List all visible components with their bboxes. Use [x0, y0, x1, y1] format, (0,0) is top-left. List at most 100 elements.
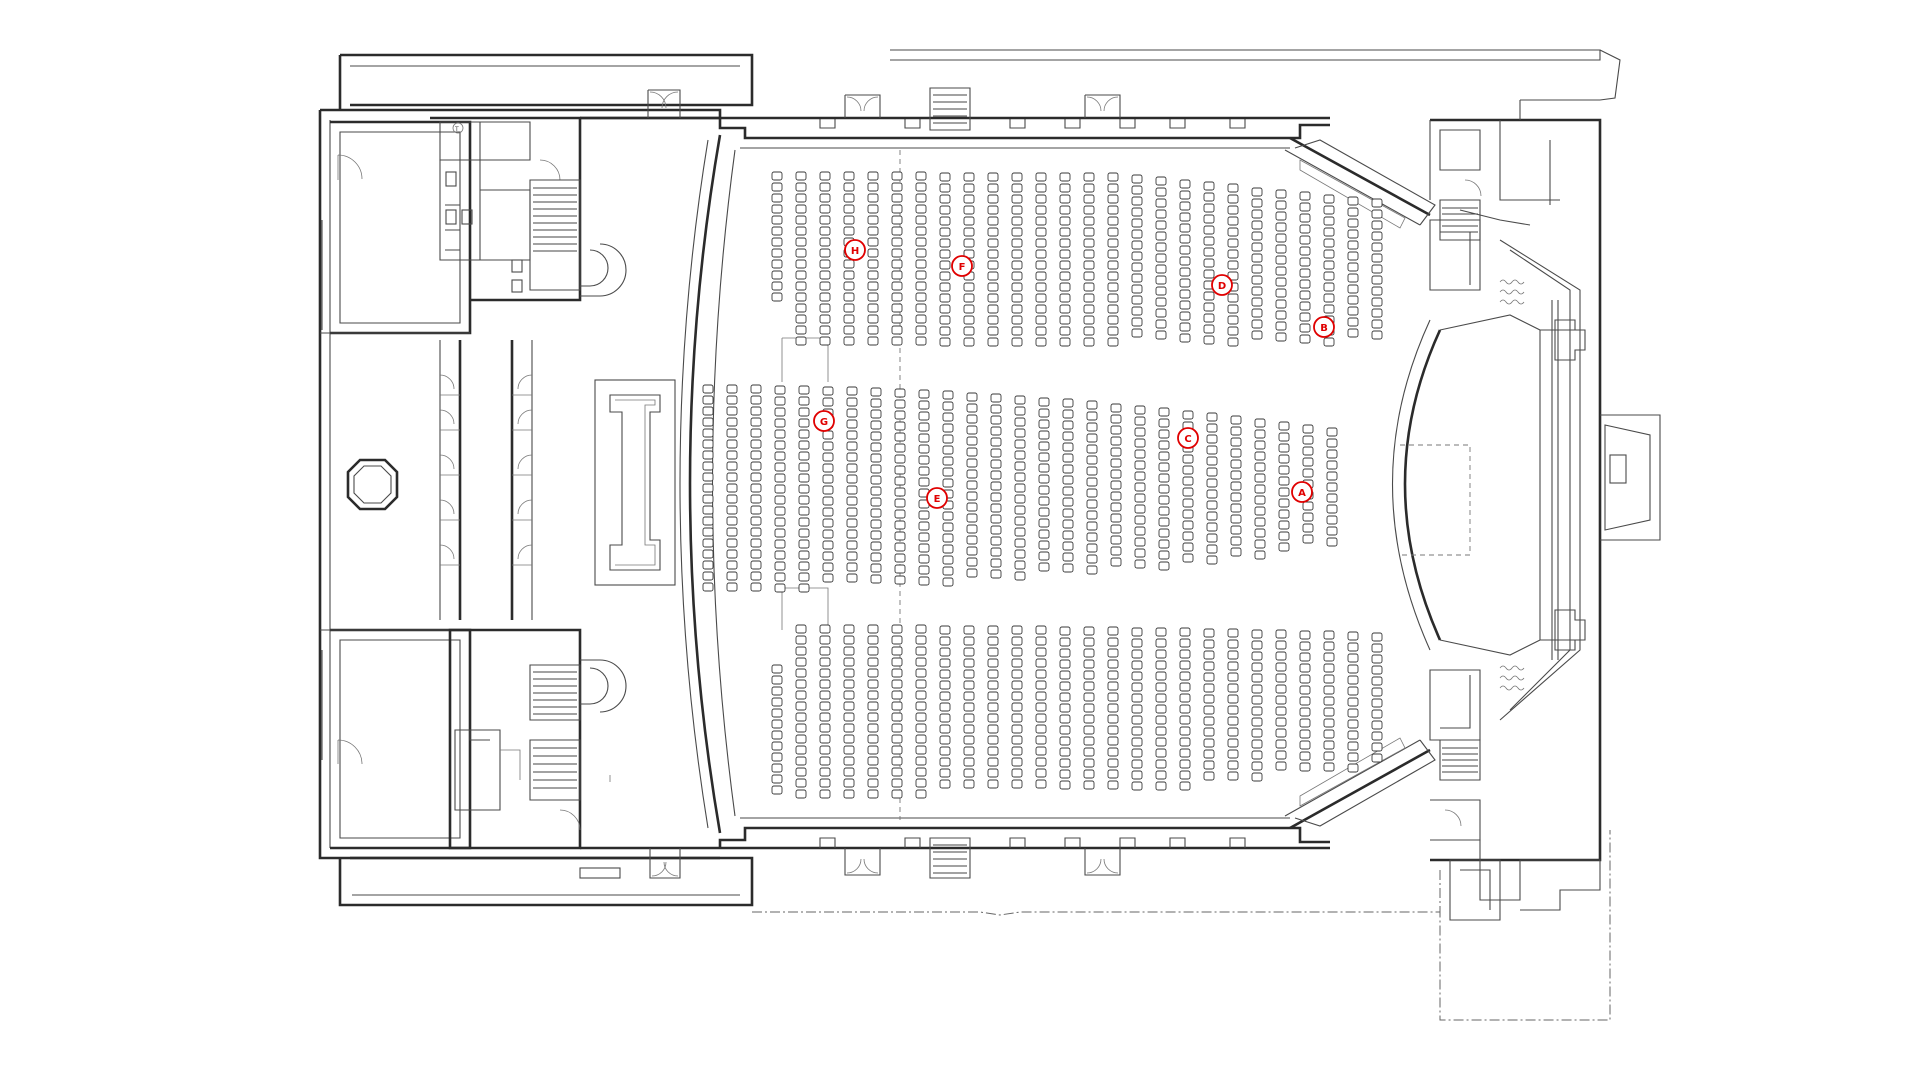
- seat: [870, 398, 882, 408]
- seat: [867, 789, 879, 799]
- seat: [1158, 418, 1170, 428]
- seat: [915, 204, 927, 214]
- seat: [702, 560, 714, 570]
- seat: [1275, 739, 1287, 749]
- seat: [1086, 466, 1098, 476]
- seat: [771, 215, 783, 225]
- seat: [795, 789, 807, 799]
- seat: [939, 636, 951, 646]
- seat: [843, 756, 855, 766]
- seat: [1059, 315, 1071, 325]
- section-marker-e[interactable]: E: [926, 487, 948, 509]
- seat: [1323, 249, 1335, 259]
- seat: [1134, 416, 1146, 426]
- seat: [1230, 525, 1242, 535]
- marker-d-label: D: [1218, 281, 1226, 292]
- seat: [1230, 481, 1242, 491]
- seat: [1278, 443, 1290, 453]
- marker-e-label: E: [934, 494, 941, 505]
- marker-g-label: G: [820, 417, 828, 428]
- seat: [1107, 725, 1119, 735]
- seat: [1251, 772, 1263, 782]
- seat: [795, 193, 807, 203]
- marker-f-label: F: [959, 262, 966, 273]
- section-marker-b[interactable]: B: [1313, 316, 1335, 338]
- section-marker-a[interactable]: A: [1291, 481, 1313, 503]
- seat: [1083, 216, 1095, 226]
- seat: [1275, 629, 1287, 639]
- seat: [870, 497, 882, 507]
- section-marker-c[interactable]: C: [1177, 427, 1199, 449]
- seat: [1323, 674, 1335, 684]
- seat: [867, 270, 879, 280]
- seat: [1299, 268, 1311, 278]
- seat: [1059, 183, 1071, 193]
- seat: [963, 172, 975, 182]
- seat: [1038, 507, 1050, 517]
- seat: [822, 518, 834, 528]
- seat: [1107, 271, 1119, 281]
- seat: [726, 538, 738, 548]
- seat: [918, 422, 930, 432]
- seat: [1203, 335, 1215, 345]
- seat: [1371, 209, 1383, 219]
- seat: [843, 215, 855, 225]
- seat: [819, 303, 831, 313]
- seat: [918, 510, 930, 520]
- seat: [798, 506, 810, 516]
- seat: [891, 756, 903, 766]
- section-marker-g[interactable]: G: [813, 410, 835, 432]
- section-marker-d[interactable]: D: [1211, 274, 1233, 296]
- seat: [795, 182, 807, 192]
- seat: [1251, 684, 1263, 694]
- seat: [1038, 496, 1050, 506]
- seat: [843, 204, 855, 214]
- seat: [1227, 672, 1239, 682]
- seat: [1059, 282, 1071, 292]
- seat: [1278, 531, 1290, 541]
- seat: [867, 778, 879, 788]
- seat: [771, 226, 783, 236]
- seat: [987, 658, 999, 668]
- seat: [702, 395, 714, 405]
- seat: [915, 171, 927, 181]
- seat: [1203, 181, 1215, 191]
- marker-d-circle: [1211, 274, 1233, 296]
- seat: [1275, 640, 1287, 650]
- seat: [1206, 489, 1218, 499]
- seat: [1155, 176, 1167, 186]
- seat: [1326, 427, 1338, 437]
- seat: [1038, 408, 1050, 418]
- seat: [702, 571, 714, 581]
- seat: [915, 237, 927, 247]
- seat: [843, 193, 855, 203]
- seat: [843, 734, 855, 744]
- seat: [774, 583, 786, 593]
- seat: [939, 293, 951, 303]
- seat: [1038, 562, 1050, 572]
- seat: [1227, 260, 1239, 270]
- seat: [1302, 424, 1314, 434]
- seat: [1203, 694, 1215, 704]
- seat: [795, 270, 807, 280]
- seat: [1254, 539, 1266, 549]
- seat: [771, 292, 783, 302]
- seat: [1203, 324, 1215, 334]
- seat: [1179, 682, 1191, 692]
- seat: [939, 304, 951, 314]
- section-marker-h[interactable]: H: [844, 239, 866, 261]
- seat: [1011, 658, 1023, 668]
- seat: [1110, 491, 1122, 501]
- seat: [1203, 628, 1215, 638]
- seat: [966, 392, 978, 402]
- seat: [774, 407, 786, 417]
- marker-b-circle: [1313, 316, 1335, 338]
- seat: [939, 337, 951, 347]
- section-marker-f[interactable]: F: [951, 255, 973, 277]
- seat: [1179, 660, 1191, 670]
- seat: [771, 204, 783, 214]
- seat: [939, 315, 951, 325]
- seat: [1275, 673, 1287, 683]
- seat: [846, 430, 858, 440]
- seat: [1035, 183, 1047, 193]
